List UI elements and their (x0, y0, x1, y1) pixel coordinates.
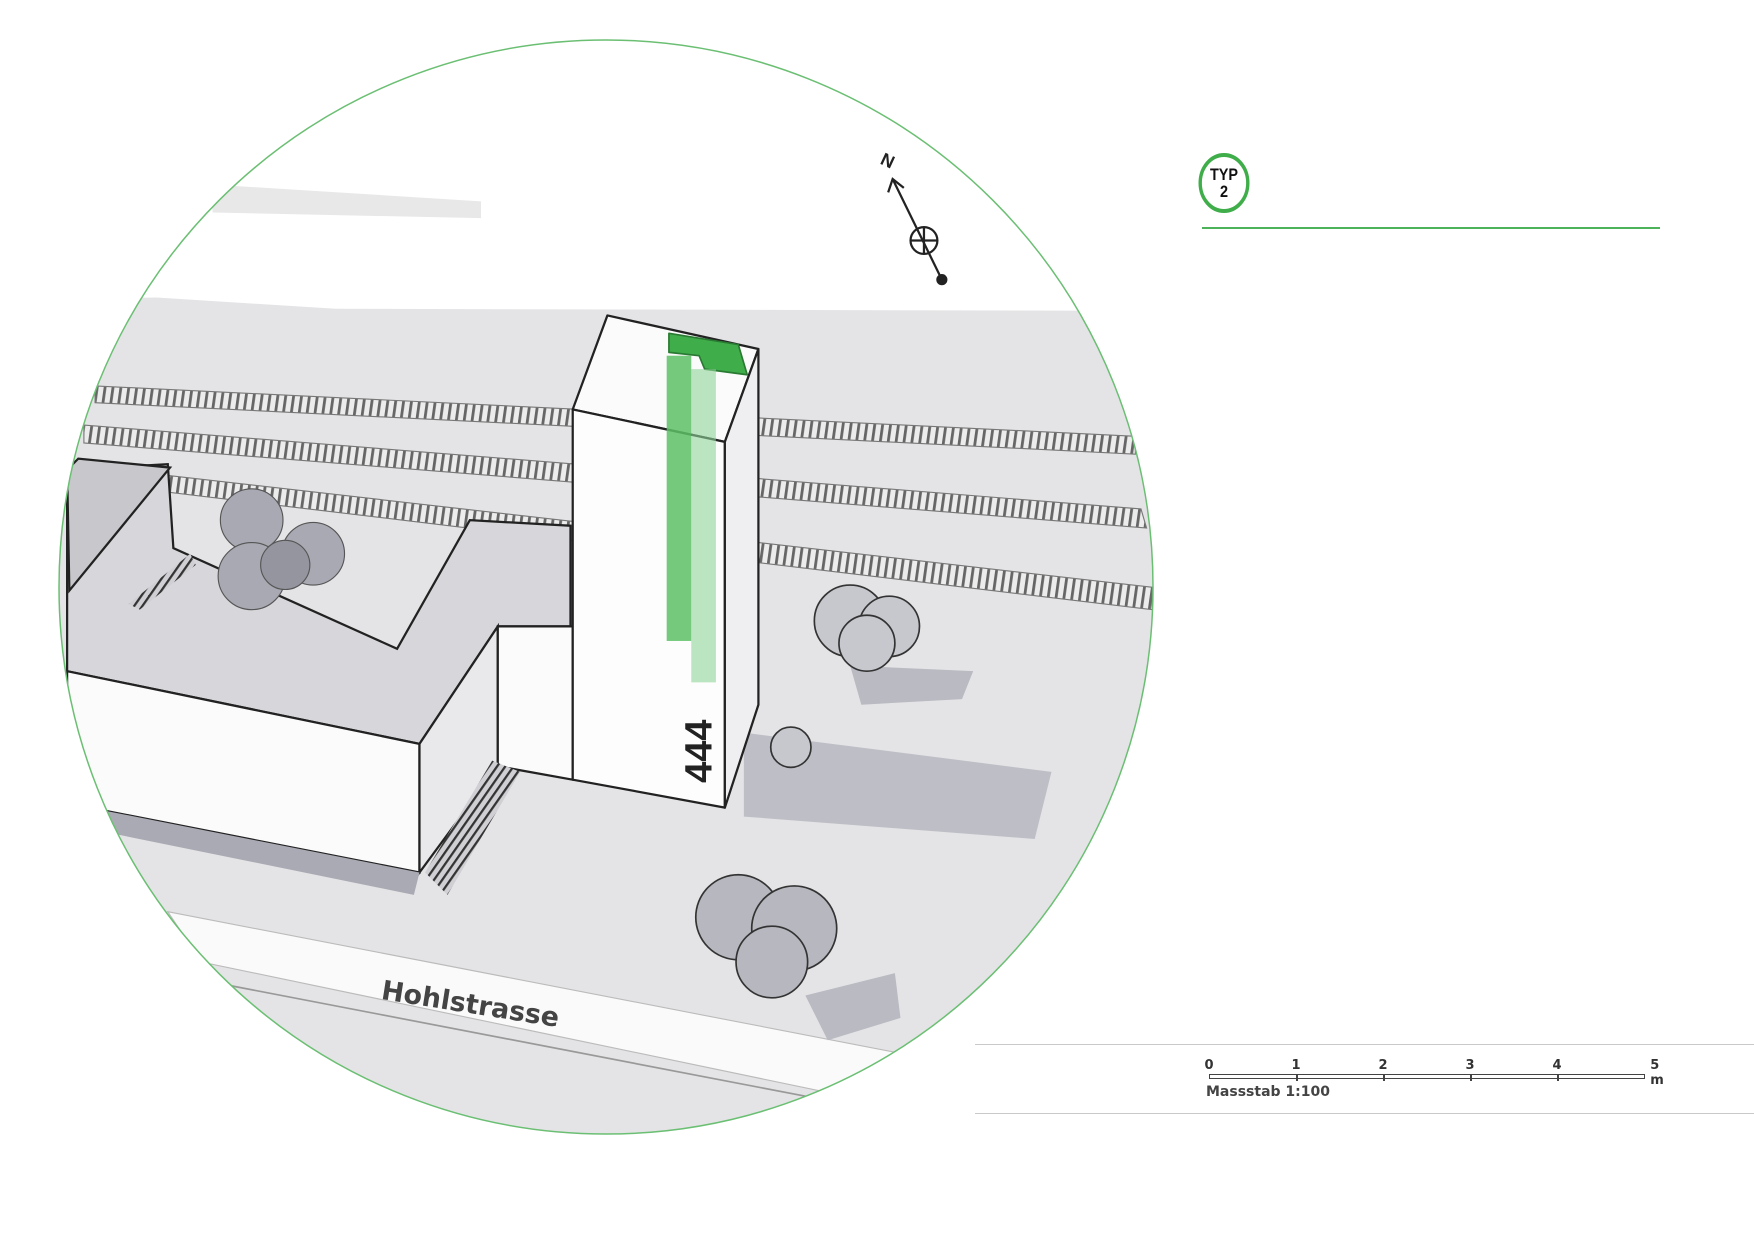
road (166, 910, 1008, 1134)
view-circle-outline (58, 39, 1154, 1135)
sky (59, 40, 1153, 314)
haze-band (212, 184, 481, 219)
scale-tick-label: 5 m (1650, 1058, 1664, 1088)
badge-line1: TYP (1209, 165, 1239, 184)
type-badge: TYP 2 (1198, 153, 1250, 213)
scale-tick-label: 0 (1204, 1058, 1214, 1073)
scale-bar: 0 1 2 3 4 5 m Massstab 1:100 (1204, 1058, 1663, 1108)
badge-line2: 2 (1219, 182, 1229, 201)
tree (769, 726, 812, 769)
header-divider (1202, 227, 1660, 229)
scale-tick-label: 1 (1291, 1058, 1301, 1073)
scale-bar-tick (1557, 1074, 1559, 1081)
tree-shadow (805, 973, 901, 1041)
scale-tick-label: 3 (1465, 1058, 1475, 1073)
highlight-strip (666, 355, 692, 641)
scale-caption: Massstab 1:100 (1206, 1084, 1330, 1100)
scale-bar-tick (1470, 1074, 1472, 1081)
tree-shadow (850, 665, 974, 705)
tree (694, 873, 838, 999)
tree (813, 584, 921, 672)
scale-top-divider (975, 1044, 1754, 1045)
north-arrow-icon (887, 177, 948, 286)
tower-shadow (743, 732, 1052, 839)
scale-tick-label: 4 (1552, 1058, 1562, 1073)
building-number: 444 (678, 720, 720, 783)
scale-tick-label: 2 (1378, 1058, 1388, 1073)
scale-bar-tick (1383, 1074, 1385, 1081)
scale-bar-line (1209, 1074, 1645, 1079)
scale-bottom-divider (975, 1113, 1754, 1114)
tower-building (571, 314, 760, 809)
scale-bar-tick (1296, 1074, 1298, 1081)
tree (217, 488, 346, 611)
